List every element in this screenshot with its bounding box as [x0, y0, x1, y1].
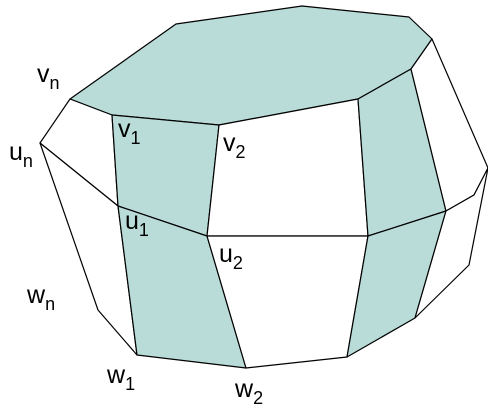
- label-w-2: w2: [234, 375, 263, 408]
- label-u-2: u2: [219, 240, 243, 273]
- label-w-1: w1: [106, 361, 135, 394]
- label-w-n: wn: [26, 281, 55, 314]
- label-u-1: u1: [125, 207, 149, 240]
- label-v-n: vn: [37, 60, 60, 93]
- label-v-1: v1: [118, 115, 141, 148]
- label-u-n: un: [9, 138, 33, 171]
- lower-face-u4-u5: [414, 167, 488, 319]
- label-v-2: v2: [223, 129, 246, 162]
